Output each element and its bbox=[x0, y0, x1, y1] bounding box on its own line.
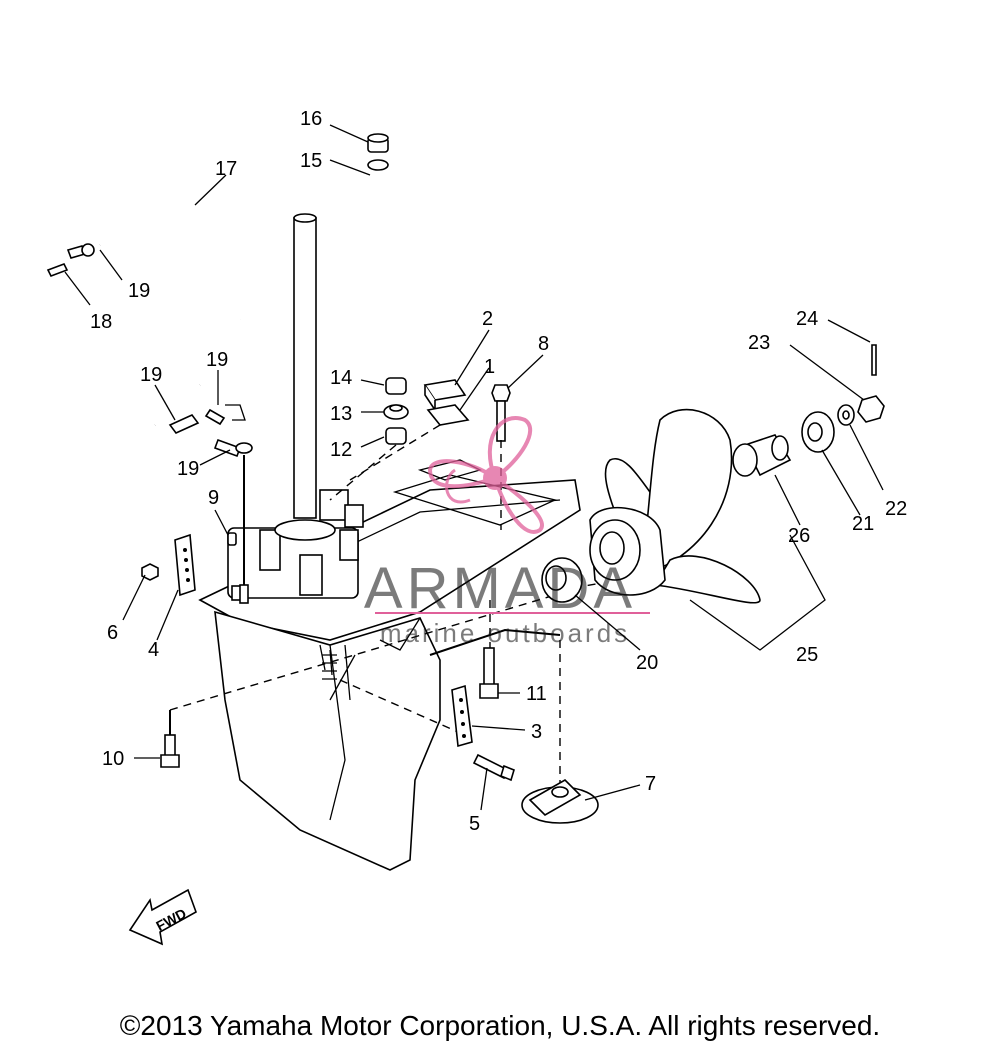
callout-14: 14 bbox=[330, 367, 352, 389]
propeller-logo bbox=[427, 416, 544, 534]
anode-3 bbox=[451, 684, 515, 782]
callout-19-b: 19 bbox=[140, 364, 162, 386]
bolt-11 bbox=[479, 647, 499, 699]
callout-13: 13 bbox=[330, 403, 352, 425]
propeller bbox=[589, 408, 761, 604]
callout-19-d: 19 bbox=[177, 458, 199, 480]
callout-1: 1 bbox=[484, 356, 495, 378]
callout-20: 20 bbox=[636, 652, 658, 674]
callout-7: 7 bbox=[645, 773, 656, 795]
callout-18: 18 bbox=[90, 311, 112, 333]
callout-24: 24 bbox=[796, 308, 818, 330]
callout-21: 21 bbox=[852, 513, 874, 535]
callout-numbers: 1 2 3 4 5 6 7 8 9 10 11 12 13 14 15 16 1… bbox=[90, 108, 907, 835]
callout-2: 2 bbox=[482, 308, 493, 330]
callout-4: 4 bbox=[148, 639, 159, 661]
watermark-rule bbox=[375, 612, 650, 614]
watermark-tagline: marine outboards bbox=[380, 618, 630, 648]
callout-26: 26 bbox=[788, 525, 810, 547]
callout-22: 22 bbox=[885, 498, 907, 520]
fwd-arrow: FWD bbox=[128, 888, 197, 946]
anode-4 bbox=[141, 532, 237, 597]
plates bbox=[423, 379, 470, 426]
copyright-notice: ©2013 Yamaha Motor Corporation, U.S.A. A… bbox=[119, 1010, 881, 1041]
callout-15: 15 bbox=[300, 150, 322, 172]
water-hose bbox=[98, 207, 246, 426]
armada-watermark: ARMADA marine outboards bbox=[364, 416, 650, 648]
lower-unit-exploded-diagram: FWD ARMADA marine outboards bbox=[46, 108, 907, 946]
trim-tab bbox=[521, 779, 599, 824]
callout-3: 3 bbox=[531, 721, 542, 743]
callout-11: 11 bbox=[526, 683, 547, 705]
lower-casing bbox=[198, 459, 581, 871]
prop-hardware bbox=[732, 344, 885, 477]
watermark-brand: ARMADA bbox=[364, 556, 636, 621]
callout-25: 25 bbox=[796, 644, 818, 666]
callout-9: 9 bbox=[208, 487, 219, 509]
callout-8: 8 bbox=[538, 333, 549, 355]
bolt-10 bbox=[160, 710, 180, 768]
thrust-washer bbox=[541, 557, 583, 603]
callout-12: 12 bbox=[330, 439, 352, 461]
callout-16: 16 bbox=[300, 108, 322, 130]
callout-10: 10 bbox=[102, 748, 124, 770]
hose-clips bbox=[46, 243, 253, 604]
grommets bbox=[383, 377, 409, 445]
callout-23: 23 bbox=[748, 332, 770, 354]
callout-17: 17 bbox=[215, 158, 237, 180]
leader-lines bbox=[64, 124, 884, 811]
callout-19-a: 19 bbox=[128, 280, 150, 302]
callout-6: 6 bbox=[107, 622, 118, 644]
drive-shaft bbox=[274, 213, 336, 541]
callout-5: 5 bbox=[469, 813, 480, 835]
callout-19-c: 19 bbox=[206, 349, 228, 371]
water-tube bbox=[367, 133, 395, 376]
